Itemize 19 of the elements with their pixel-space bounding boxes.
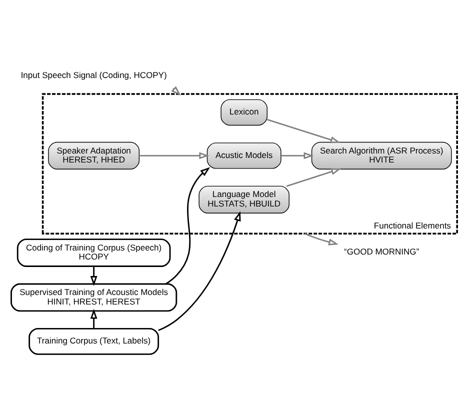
- node-text: “GOOD MORNING”: [344, 246, 420, 256]
- arrow: [90, 266, 98, 286]
- node-text: Input Speech Signal (Coding, HCOPY): [20, 69, 167, 80]
- node-box: Supervised Training of Acoustic Models HINIT, HREST, HEREST: [10, 282, 178, 312]
- arrow: [139, 152, 210, 159]
- node-box: Coding of Training Corpus (Speech) HCOPY: [16, 238, 171, 266]
- node-box: Search Algorithm (ASR Process) HVITE: [311, 141, 452, 170]
- arrow: [158, 210, 241, 331]
- arrow: [90, 308, 98, 328]
- arrow: [165, 166, 210, 284]
- node-box: Acustic Models: [206, 142, 282, 168]
- arrow: [304, 232, 339, 245]
- arrow: [286, 168, 342, 186]
- node-box: Training Corpus (Text, Labels): [28, 327, 160, 354]
- node-box: Lexicon: [220, 98, 268, 126]
- arrow: [281, 152, 314, 159]
- node-box: Speaker Adaptation HEREST, HHED: [48, 141, 140, 170]
- arrow: [267, 118, 340, 143]
- node-box: Language Model HLSTATS, HBUILD: [198, 185, 290, 213]
